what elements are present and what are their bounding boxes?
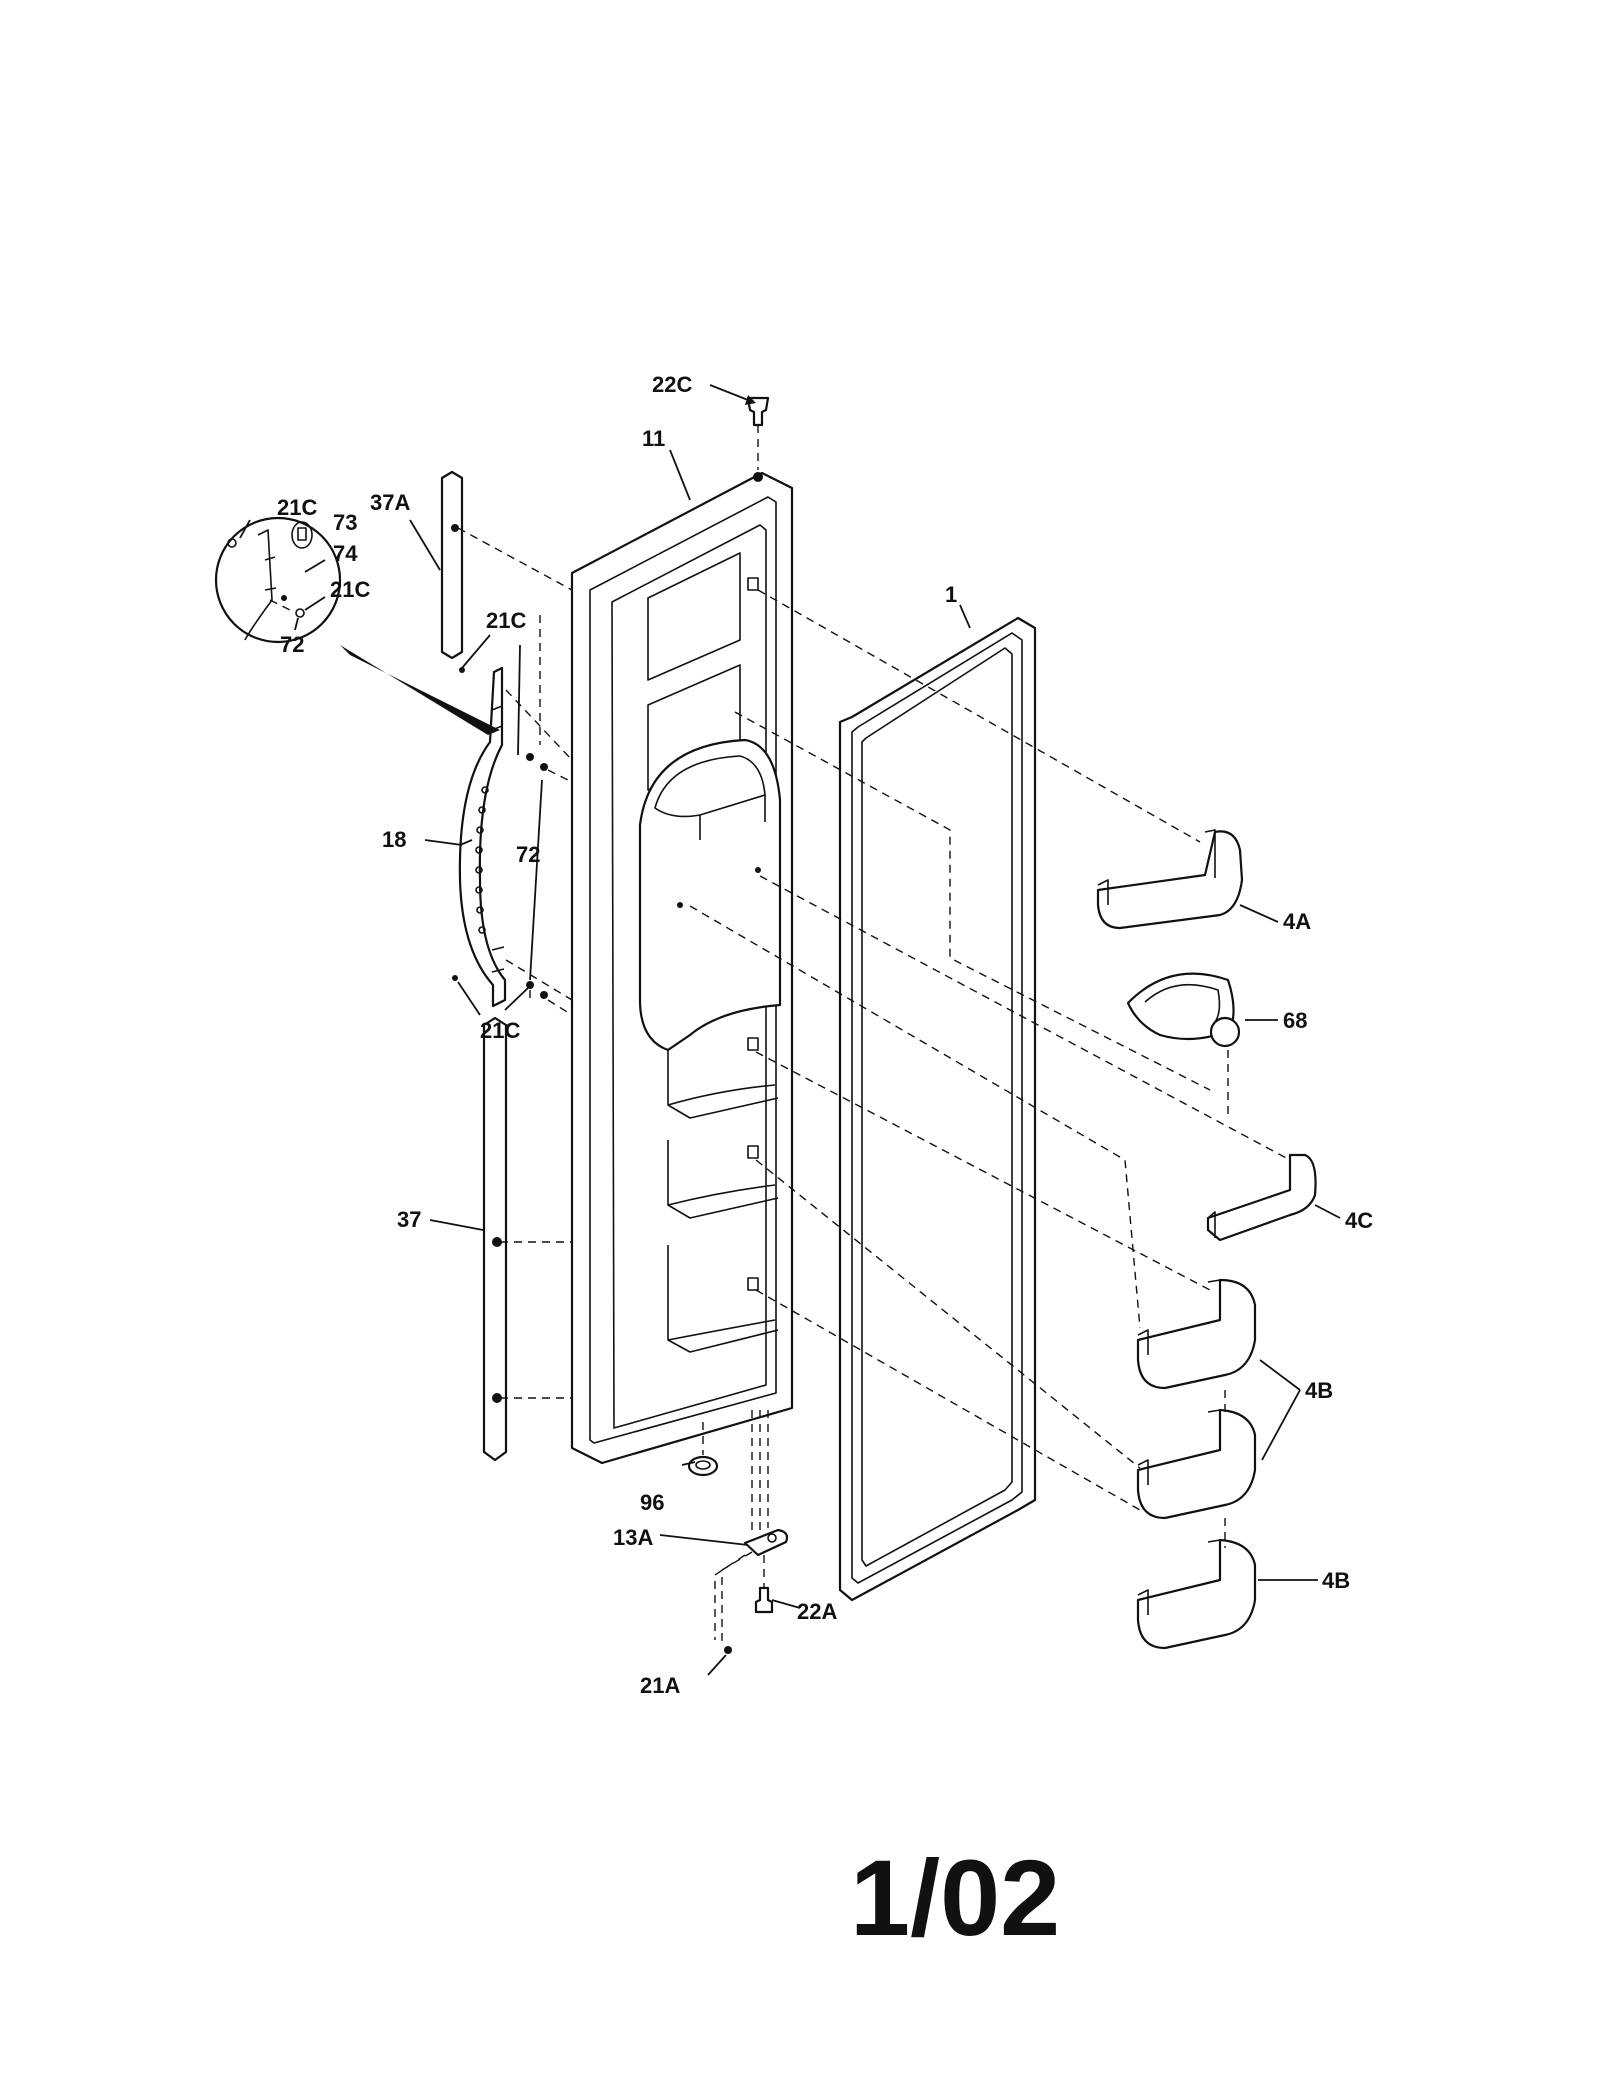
door-panel xyxy=(570,471,794,1465)
label-4b-mid: 4B xyxy=(1305,1378,1333,1403)
door-bin-4c xyxy=(1206,1153,1317,1242)
inset-pointer xyxy=(340,645,500,735)
leader-lines xyxy=(239,384,1341,1676)
label-72-inset: 72 xyxy=(280,632,304,657)
label-22c-top: 22C xyxy=(652,372,692,397)
screws-and-spacers xyxy=(452,667,548,999)
label-96: 96 xyxy=(640,1490,664,1515)
screw-21a xyxy=(724,1646,732,1654)
door-bin-4b-3 xyxy=(1136,1538,1257,1650)
label-4c: 4C xyxy=(1345,1208,1373,1233)
label-72: 72 xyxy=(516,842,540,867)
alignment-lines xyxy=(457,425,1291,1645)
door-bin-4b-2 xyxy=(1136,1408,1257,1520)
door-bin-4a xyxy=(1096,829,1244,930)
label-21a: 21A xyxy=(640,1673,680,1698)
label-21c-inset-1: 21C xyxy=(277,495,317,520)
hinge-13a xyxy=(743,1528,789,1557)
label-68: 68 xyxy=(1283,1008,1307,1033)
label-4a: 4A xyxy=(1283,909,1311,934)
label-21c-lower: 21C xyxy=(480,1018,520,1043)
hinge-pin-22c xyxy=(746,396,770,427)
door-bin-4b-1 xyxy=(1136,1278,1257,1390)
label-73: 73 xyxy=(333,510,357,535)
label-4b-low: 4B xyxy=(1322,1568,1350,1593)
callout-labels: 22C 11 1 37A 21C 73 74 21C 72 21C 18 72 … xyxy=(277,372,1373,1698)
inset-detail-circle xyxy=(214,516,500,735)
label-1: 1 xyxy=(945,582,957,607)
label-21c-upper: 21C xyxy=(486,608,526,633)
label-21c-inset-2: 21C xyxy=(330,577,370,602)
trim-strip-lower xyxy=(482,1016,508,1462)
trim-strip-upper xyxy=(440,470,464,660)
label-37a: 37A xyxy=(370,490,410,515)
label-18: 18 xyxy=(382,827,406,852)
plug-96 xyxy=(687,1455,719,1477)
door-handle xyxy=(458,666,507,1008)
label-22a: 22A xyxy=(797,1599,837,1624)
label-13a: 13A xyxy=(613,1525,653,1550)
label-37: 37 xyxy=(397,1207,421,1232)
door-gasket xyxy=(838,616,1037,1602)
label-74: 74 xyxy=(333,541,358,566)
revision-stamp: 1/02 xyxy=(850,1837,1060,1958)
hinge-pin-22a xyxy=(754,1586,774,1614)
label-11: 11 xyxy=(642,426,665,451)
spout-68 xyxy=(1126,972,1241,1048)
